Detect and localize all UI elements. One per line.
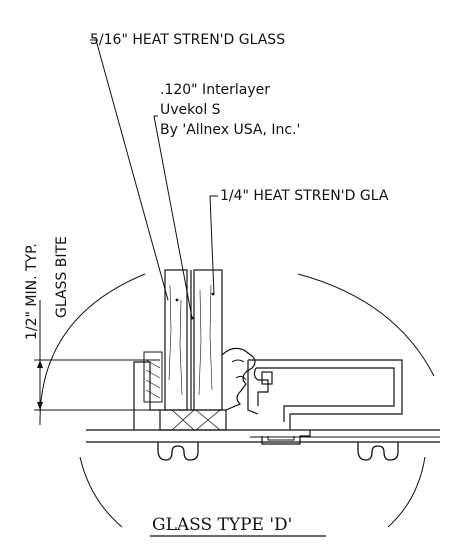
interlayer	[190, 270, 194, 410]
mullion-profile	[247, 359, 403, 430]
drawing-title: GLASS TYPE 'D'	[152, 515, 292, 535]
leader-interlayer	[153, 115, 193, 319]
outer-glass-pane	[164, 269, 188, 411]
setting-block	[159, 409, 227, 431]
leader-inner-glass	[209, 195, 218, 295]
label-interlayer-line1: .120" Interlayer	[160, 82, 270, 98]
sill-clip	[261, 430, 311, 445]
inner-glass-pane	[193, 269, 223, 411]
label-min-bite: 1/2" MIN. TYP.	[24, 243, 40, 340]
anchor-hooks-left	[157, 442, 199, 461]
label-inner-glass: 1/4" HEAT STREN'D GLA	[220, 188, 389, 204]
interior-gasket	[221, 347, 256, 411]
detail-circle	[39, 273, 435, 528]
label-glass-bite: GLASS BITE	[54, 236, 70, 318]
label-interlayer-line2: Uvekol S	[160, 102, 221, 118]
leader-outer-glass	[90, 39, 169, 301]
dimension-glass-bite	[34, 300, 160, 411]
sill-frame	[86, 429, 440, 443]
label-interlayer-line3: By 'Allnex USA, Inc.'	[160, 122, 300, 138]
exterior-stop	[133, 351, 163, 430]
label-outer-glass: 5/16" HEAT STREN'D GLASS	[90, 32, 285, 48]
anchor-hooks-right	[357, 442, 399, 461]
